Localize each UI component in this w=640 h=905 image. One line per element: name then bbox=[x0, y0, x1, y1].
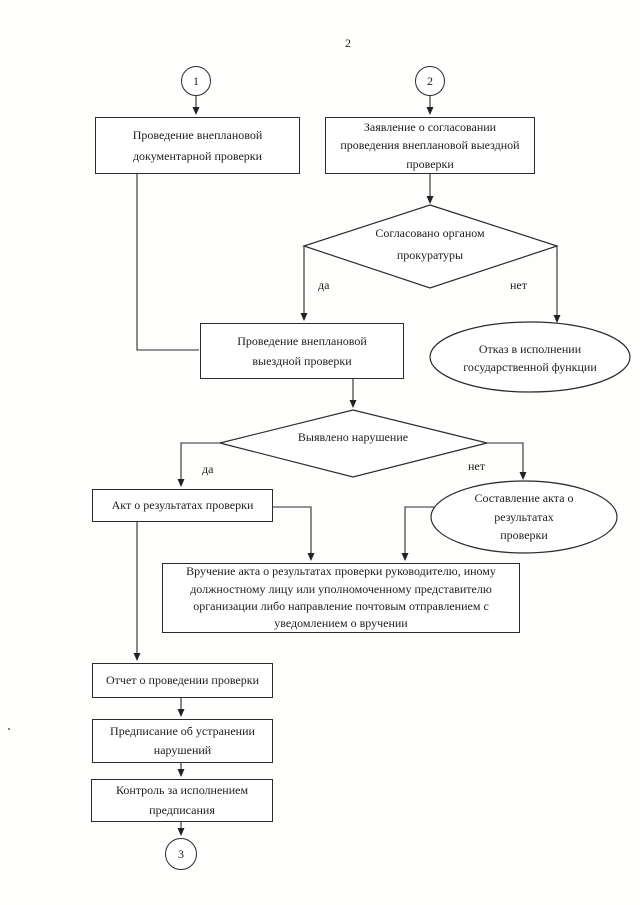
edge-act-results-act-delivery bbox=[273, 506, 315, 561]
process-order: Предписание об устранении нарушений bbox=[92, 719, 273, 763]
edge-violation-no-act-drafting bbox=[487, 442, 527, 480]
terminator-refusal-shape bbox=[429, 321, 631, 393]
scan-speck bbox=[8, 728, 10, 730]
process-act-results: Акт о результатах проверки bbox=[92, 489, 273, 522]
process-control: Контроль за исполнением предписания bbox=[91, 779, 273, 822]
decision-prosecutor-shape bbox=[302, 204, 559, 289]
edge-act-drafting-act-delivery bbox=[401, 506, 434, 561]
edge-violation-yes-act-results bbox=[177, 442, 220, 487]
decision-violation-shape bbox=[219, 409, 488, 478]
page-number: 2 bbox=[345, 36, 351, 50]
branch-yes-label-prosecutor: да bbox=[318, 278, 330, 292]
process-doc-check: Проведение внеплановой документарной про… bbox=[95, 117, 300, 174]
process-act-delivery: Вручение акта о результатах проверки рук… bbox=[162, 563, 520, 633]
process-field-check: Проведение внеплановой выездной проверки bbox=[200, 323, 404, 379]
branch-no-label-prosecutor: нет bbox=[510, 278, 527, 292]
process-approval-request: Заявление о согласовании проведения внеп… bbox=[325, 117, 535, 174]
process-report: Отчет о проведении проверки bbox=[92, 663, 273, 698]
connector-circle-3: 3 bbox=[165, 838, 197, 870]
terminator-act-drafting-shape bbox=[430, 480, 618, 554]
connector-circle-1: 1 bbox=[181, 66, 211, 96]
branch-yes-label-violation: да bbox=[202, 462, 214, 476]
connector-circle-2: 2 bbox=[415, 66, 445, 96]
edge-doc-check-field-check bbox=[136, 174, 199, 351]
connector-lines bbox=[133, 96, 561, 836]
branch-no-label-violation: нет bbox=[468, 459, 485, 473]
